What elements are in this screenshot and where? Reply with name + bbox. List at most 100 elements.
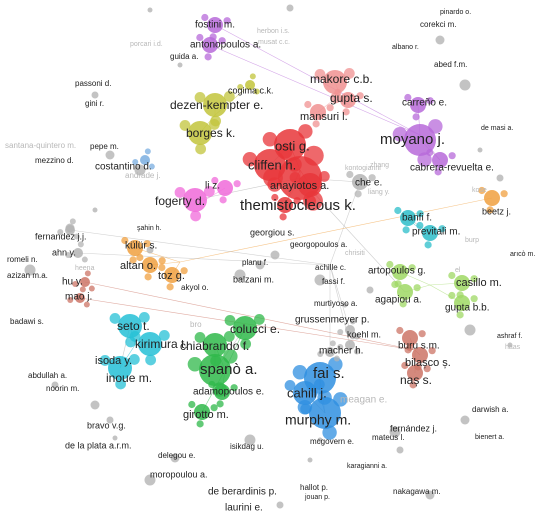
label-casillo-m[interactable]: casillo m.: [456, 277, 502, 289]
label-carreno-e[interactable]: carreño e.: [402, 98, 447, 109]
label-adamopoulos-e[interactable]: adamopoulos e.: [193, 387, 264, 398]
label-moropoulou-a[interactable]: moropoulou a.: [150, 469, 208, 479]
label-isikdag-u[interactable]: isikdag u.: [230, 442, 264, 451]
node-spano-a[interactable]: [199, 354, 231, 386]
node-koehl-m[interactable]: [345, 340, 355, 350]
node-kulur-s[interactable]: [127, 240, 143, 256]
label-macher-h[interactable]: macher h.: [319, 346, 363, 357]
label-bravo-v-g[interactable]: bravo v.g.: [87, 420, 126, 430]
label-darwish-a[interactable]: darwish a.: [472, 405, 508, 414]
label-burp[interactable]: burp: [465, 237, 479, 244]
node-colucci-e[interactable]: [233, 316, 257, 340]
label-planu-f[interactable]: planu f.: [242, 258, 268, 267]
node-adamopoulos-e[interactable]: [214, 384, 230, 400]
label-mansuri-l[interactable]: mansuri l.: [300, 111, 348, 123]
label-fai-s[interactable]: fai s.: [313, 365, 345, 382]
node-banfi-f[interactable]: [400, 210, 416, 226]
label-fernandez-j[interactable]: fernández j.: [390, 423, 437, 433]
node-previtali-m[interactable]: [422, 225, 438, 241]
label-makore-c-b[interactable]: makore c.b.: [310, 72, 373, 86]
label-pinardo-o[interactable]: pinardo o.: [440, 9, 471, 16]
node-cogima-c-k[interactable]: [245, 80, 255, 90]
node-artopoulos-g[interactable]: [392, 264, 408, 280]
label-li-z[interactable]: li z.: [205, 181, 220, 192]
node-inoue-m[interactable]: [108, 356, 132, 380]
label-seto-t[interactable]: seto t.: [117, 319, 150, 333]
label-ashraf-f[interactable]: ashraf f.: [497, 333, 522, 340]
node-cabrera-revuelta-e[interactable]: [432, 152, 448, 168]
label-de-la-plata-a-r-m[interactable]: de la plata a.r.m.: [65, 440, 132, 450]
label-fogerty-d[interactable]: fogerty d.: [155, 194, 205, 208]
label-jouan-p[interactable]: jouan p.: [304, 494, 330, 501]
label-passoni-d[interactable]: passoni d.: [75, 79, 111, 88]
label-pepe-m[interactable]: pepe m.: [90, 142, 119, 151]
label-murtiyoso-a[interactable]: murtiyoso a.: [314, 299, 358, 308]
label-corekci-m[interactable]: corekci m.: [420, 20, 456, 29]
label-ar-co-m[interactable]: arıcò m.: [510, 251, 535, 258]
node-grussenmeyer-p[interactable]: [345, 325, 355, 335]
label-bro[interactable]: bro: [190, 320, 202, 329]
node-casillo-m[interactable]: [454, 275, 470, 291]
label-anayiotos-a[interactable]: anayiotos a.: [270, 180, 329, 192]
label-georgopoulos-a[interactable]: georgopoulos a.: [290, 240, 347, 249]
label-delegou-e[interactable]: delegou e.: [158, 451, 195, 460]
label-sahin-h[interactable]: şahin h.: [137, 225, 162, 232]
label-karagianni-a[interactable]: karagianni a.: [347, 463, 387, 470]
label-bilasco-s[interactable]: bilașco ș.: [405, 357, 451, 369]
label-moyano-j[interactable]: moyano j.: [380, 131, 445, 148]
label-hu-y[interactable]: hu y.: [62, 277, 83, 288]
label-buru-s-m[interactable]: buru s.m.: [398, 341, 440, 352]
node-costantino-d[interactable]: [140, 155, 150, 165]
label-fassi-f[interactable]: fassi f.: [322, 277, 345, 286]
node-murphy-m[interactable]: [309, 397, 341, 429]
label-banfi-f[interactable]: banfi f.: [402, 213, 432, 224]
label-meagan-e[interactable]: meagan e.: [340, 395, 387, 406]
label-balzani-m[interactable]: balzani m.: [233, 274, 274, 284]
node-macher-h[interactable]: [325, 347, 335, 357]
node-borges-k[interactable]: [188, 121, 212, 145]
label-artopoulos-g[interactable]: artopoulos g.: [368, 266, 426, 277]
label-nas-s[interactable]: naș s.: [400, 373, 432, 387]
label-borges-k[interactable]: borges k.: [186, 126, 235, 140]
label-santana-quintero-m[interactable]: santana-quintero m.: [5, 141, 76, 150]
label-kirimura-t[interactable]: kirimura t.: [135, 337, 188, 351]
label-herbon-i-s[interactable]: herbon i.s.: [257, 28, 290, 35]
label-gupta-b-b[interactable]: gupta b.b.: [445, 303, 489, 314]
label-hallot-p[interactable]: hallot p.: [300, 483, 328, 492]
label-kontogianni[interactable]: kontogianni: [345, 165, 381, 172]
node-chiabrando-f[interactable]: [203, 333, 227, 357]
node-altan-o[interactable]: [142, 257, 158, 273]
node-fogerty-d[interactable]: [183, 188, 207, 212]
label-porcari-i-d[interactable]: porcari i.d.: [130, 41, 163, 48]
node-dezen-kempter-e[interactable]: [203, 93, 227, 117]
label-liang-y[interactable]: liang y.: [368, 189, 390, 196]
label-cogima-c-k[interactable]: cogima c.k.: [228, 85, 274, 95]
node-antonopoulos-a[interactable]: [202, 37, 218, 53]
label-kulur-s[interactable]: külür s.: [125, 241, 157, 252]
node-buru-s-m[interactable]: [402, 330, 418, 346]
node-hu-y[interactable]: [80, 277, 90, 287]
label-heena[interactable]: heena: [75, 265, 95, 272]
label-el[interactable]: el: [455, 267, 461, 274]
label-colucci-e[interactable]: colucci e.: [230, 322, 280, 336]
label-isoda-y[interactable]: isoda y.: [95, 355, 132, 367]
label-azizan-m-a[interactable]: azizan m.a.: [7, 271, 48, 280]
label-guida-a[interactable]: guida a.: [170, 52, 198, 61]
node-kirimura-t[interactable]: [138, 332, 162, 356]
label-mao-j[interactable]: mao j.: [65, 292, 92, 303]
label-haas[interactable]: haas: [505, 344, 521, 351]
label-noorin-m[interactable]: noorin m.: [46, 384, 79, 393]
node-ahn-y[interactable]: [73, 248, 83, 258]
node-che-e[interactable]: [352, 174, 368, 190]
label-gupta-s[interactable]: gupta s.: [330, 91, 373, 105]
label-mateus-l[interactable]: mateus l.: [372, 433, 404, 442]
label-beetz-j[interactable]: beetz j.: [482, 206, 511, 216]
label-zhang[interactable]: zhang: [370, 162, 389, 169]
label-musat-c-c[interactable]: musat c.c.: [258, 39, 290, 46]
label-kose[interactable]: kose: [472, 187, 487, 194]
node-mao-j[interactable]: [75, 293, 85, 303]
label-de-berardinis-p[interactable]: de berardinis p.: [208, 487, 277, 498]
label-mcgovern-e[interactable]: mcgovern e.: [310, 437, 354, 446]
label-romeli-n[interactable]: romeli n.: [7, 255, 38, 264]
label-badawi-s[interactable]: badawi s.: [10, 317, 44, 326]
